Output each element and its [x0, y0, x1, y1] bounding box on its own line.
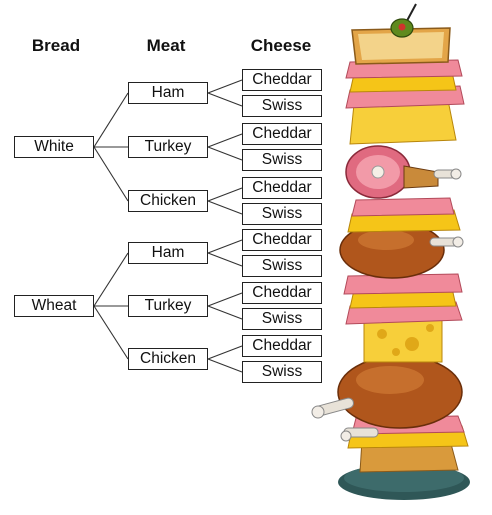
meat-cheese-connector — [207, 187, 243, 202]
cheese-node: Swiss — [242, 308, 322, 330]
meat-node: Turkey — [128, 295, 208, 317]
cheese-node: Cheddar — [242, 177, 322, 199]
meat-node: Chicken — [128, 190, 208, 212]
cheese-node: Cheddar — [242, 282, 322, 304]
connector-lines — [93, 79, 243, 373]
bread-meat-connector — [93, 146, 129, 202]
meat-cheese-connector — [207, 92, 243, 107]
cheese-node: Swiss — [242, 203, 322, 225]
cheese-node: Swiss — [242, 255, 322, 277]
header-bread: Bread — [31, 36, 81, 55]
cheese-node: Swiss — [242, 95, 322, 117]
meat-cheese-connector — [207, 252, 243, 267]
bread-meat-connector — [93, 92, 129, 148]
meat-cheese-connector — [207, 345, 243, 360]
meat-cheese-connector — [207, 79, 243, 94]
header-meat: Meat — [146, 36, 186, 55]
bread-node: White — [14, 136, 94, 158]
meat-cheese-connector — [207, 200, 243, 215]
meat-cheese-connector — [207, 239, 243, 254]
meat-cheese-connector — [207, 133, 243, 148]
meat-node: Ham — [128, 82, 208, 104]
meat-cheese-connector — [207, 292, 243, 307]
cheese-node: Cheddar — [242, 123, 322, 145]
sandwich-tower-illustration — [311, 3, 470, 500]
bread-meat-connector — [93, 252, 129, 307]
meat-cheese-connector — [207, 305, 243, 320]
cheese-node: Cheddar — [242, 335, 322, 357]
cheese-node: Cheddar — [242, 229, 322, 251]
meat-cheese-connector — [207, 358, 243, 373]
meat-cheese-connector — [207, 146, 243, 161]
cheese-node: Cheddar — [242, 69, 322, 91]
meat-node: Turkey — [128, 136, 208, 158]
bread-node: Wheat — [14, 295, 94, 317]
header-cheese: Cheese — [250, 36, 312, 55]
bread-meat-connector — [93, 305, 129, 360]
cheese-node: Swiss — [242, 149, 322, 171]
cheese-node: Swiss — [242, 361, 322, 383]
meat-node: Chicken — [128, 348, 208, 370]
meat-node: Ham — [128, 242, 208, 264]
